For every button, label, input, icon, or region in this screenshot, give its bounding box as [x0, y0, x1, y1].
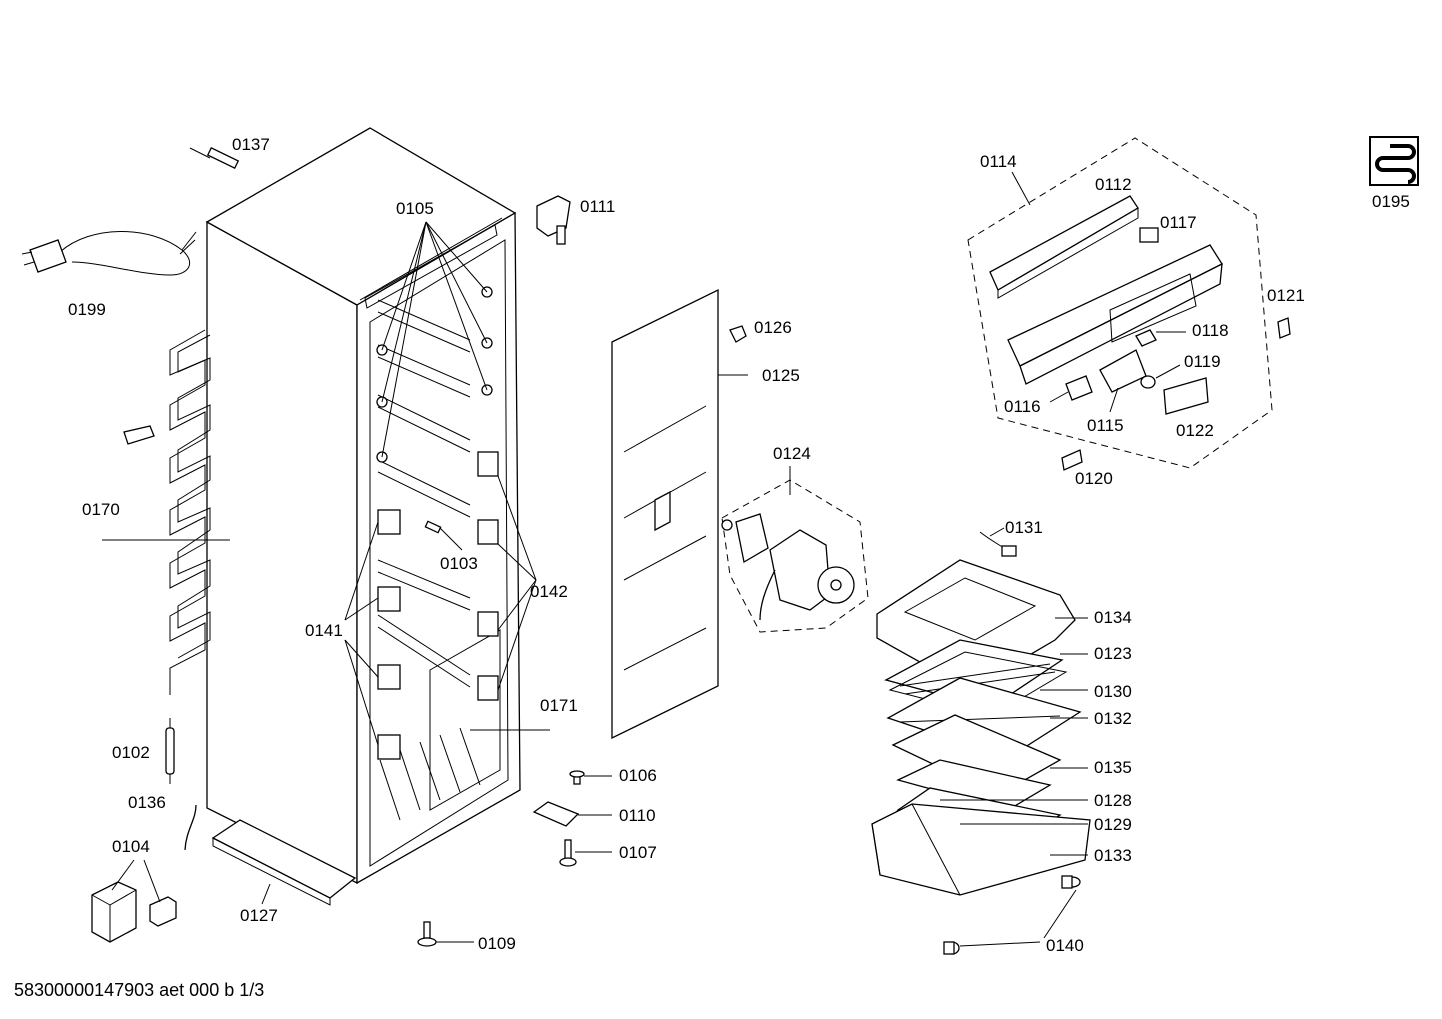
- accessory-symbol: [1369, 136, 1419, 186]
- leader-lines: [102, 171, 1186, 947]
- cabinet-body: [205, 127, 521, 906]
- label-0127: 0127: [240, 906, 278, 925]
- label-0104: 0104: [112, 837, 150, 856]
- label-0142: 0142: [530, 582, 568, 601]
- evaporator-stack: [871, 531, 1091, 955]
- label-0110: 0110: [619, 806, 656, 825]
- label-0124: 0124: [773, 444, 811, 463]
- label-0131: 0131: [1005, 518, 1043, 537]
- label-0106: 0106: [619, 766, 657, 785]
- label-0134: 0134: [1094, 608, 1132, 627]
- top-hinge: [536, 195, 571, 245]
- label-0170: 0170: [82, 500, 120, 519]
- label-0132: 0132: [1094, 709, 1132, 728]
- label-0171: 0171: [540, 696, 578, 715]
- label-0116: 0116: [1004, 397, 1041, 416]
- label-0122: 0122: [1176, 421, 1214, 440]
- label-0109: 0109: [478, 934, 516, 953]
- label-0111: 0111: [580, 197, 615, 216]
- label-0135: 0135: [1094, 758, 1132, 777]
- fan-assembly: [721, 479, 869, 633]
- label-0141: 0141: [305, 621, 343, 640]
- label-0136: 0136: [128, 793, 166, 812]
- label-0118: 0118: [1192, 321, 1229, 340]
- label-0140: 0140: [1046, 936, 1084, 955]
- condenser: [123, 329, 211, 851]
- sensor-probe: [189, 146, 240, 170]
- label-0123: 0123: [1094, 644, 1132, 663]
- label-0114: 0114: [980, 152, 1017, 171]
- label-0112: 0112: [1095, 175, 1132, 194]
- label-0115: 0115: [1087, 416, 1124, 435]
- label-0199: 0199: [68, 300, 106, 319]
- control-panel: [967, 137, 1291, 471]
- label-0128: 0128: [1094, 791, 1132, 810]
- label-0119: 0119: [1184, 352, 1221, 371]
- label-0129: 0129: [1094, 815, 1132, 834]
- label-0103: 0103: [440, 554, 478, 573]
- document-reference: 58300000147903 aet 000 b 1/3: [14, 980, 265, 1000]
- label-0125: 0125: [762, 366, 800, 385]
- power-cord: [21, 231, 197, 276]
- label-0133: 0133: [1094, 846, 1132, 865]
- label-0137: 0137: [232, 135, 270, 154]
- label-0121: 0121: [1267, 286, 1305, 305]
- label-0107: 0107: [619, 843, 657, 862]
- label-0195: 0195: [1372, 192, 1410, 211]
- label-0126: 0126: [754, 318, 792, 337]
- fasteners: [417, 770, 585, 947]
- label-0117: 0117: [1160, 213, 1197, 232]
- cabinet-shelves: [376, 286, 499, 821]
- part-labels: 0137 0105 0111 0199 0170 0103 0142 0141 …: [68, 135, 1410, 955]
- label-0102: 0102: [112, 743, 150, 762]
- label-0130: 0130: [1094, 682, 1132, 701]
- relay-box: [91, 881, 177, 943]
- label-0120: 0120: [1075, 469, 1113, 488]
- door-liner: [611, 288, 747, 740]
- label-0105: 0105: [396, 199, 434, 218]
